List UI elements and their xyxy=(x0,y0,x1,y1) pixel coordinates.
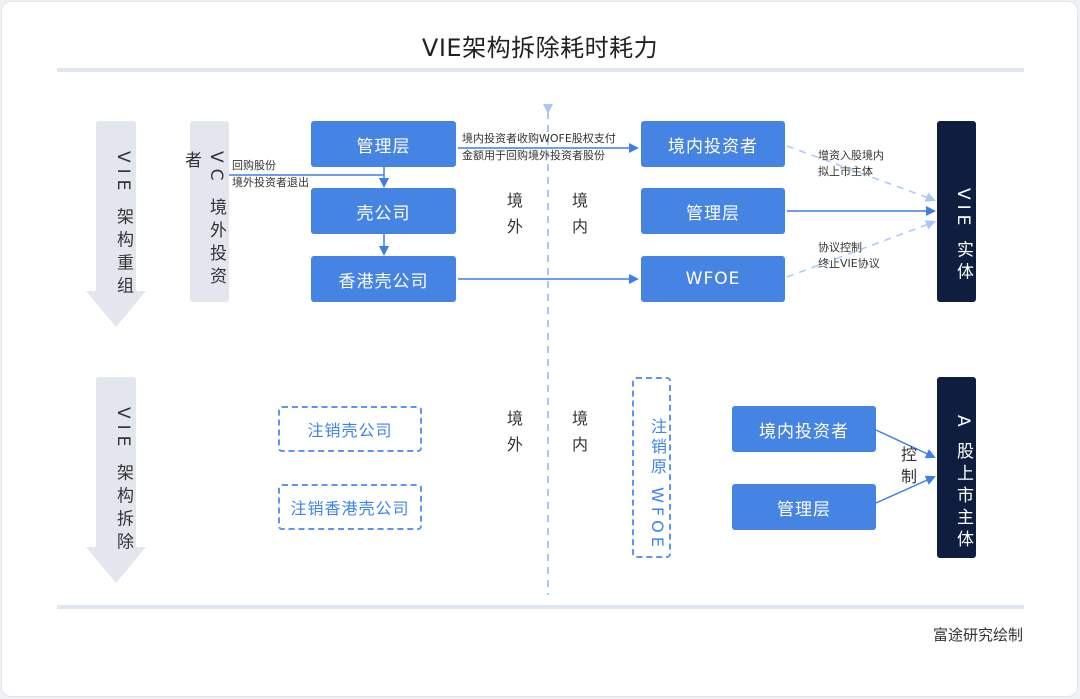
top-divider xyxy=(57,68,1024,72)
a-share-listed-entity-box: A 股上市主体 xyxy=(937,377,976,558)
top-onshore-label: 境 内 xyxy=(571,191,588,236)
wfoe-to-vie-arrow xyxy=(786,220,936,278)
offshore-management-box: 管理层 xyxy=(311,121,456,167)
onshore-investor-box: 境内投资者 xyxy=(641,121,785,167)
diagram-title: VIE架构拆除耗时耗力 xyxy=(421,34,659,62)
investor-control-arrow xyxy=(875,429,936,459)
bottom-onshore-label: 境 内 xyxy=(571,409,588,454)
buyback-note: 回购股份 xyxy=(232,159,276,172)
bottom-divider xyxy=(57,605,1024,609)
bottom-onshore-investor-box: 境内投资者 xyxy=(732,406,876,452)
stage-restructure-label: VIE 架构重组 xyxy=(113,151,133,300)
control-label: 控制 xyxy=(898,446,917,490)
bottom-offshore-label: 境 外 xyxy=(506,409,523,454)
vie-entity-box: VIE 实体 xyxy=(937,121,976,302)
stage-restructure-arrow: VIE 架构重组 xyxy=(86,121,148,327)
mgmt-control-arrow xyxy=(875,475,936,504)
shell-company-box: 壳公司 xyxy=(311,188,456,234)
stage-dismantle-label: VIE 架构拆除 xyxy=(113,407,133,556)
bottom-management-box: 管理层 xyxy=(732,484,876,530)
payment-note-line1: 境内投资者收购WOFE股权支付 xyxy=(462,132,616,145)
cancel-shell-company-box: 注销壳公司 xyxy=(278,406,422,452)
hk-shell-company-box: 香港壳公司 xyxy=(311,256,456,302)
source-credit: 富途研究绘制 xyxy=(932,626,1023,644)
vc-offshore-investor: VC 境外投资者 xyxy=(181,121,229,302)
investor-exit-note: 境外投资者退出 xyxy=(232,176,309,189)
wfoe-box: WFOE xyxy=(641,256,785,302)
cancel-original-wfoe-box: 注销原 WFOE xyxy=(632,377,671,558)
payment-note-line2: 金额用于回购境外投资者股份 xyxy=(462,149,605,162)
cancel-hk-shell-company-box: 注销香港壳公司 xyxy=(278,484,422,530)
stage-dismantle-arrow: VIE 架构拆除 xyxy=(86,377,148,583)
capital-injection-note: 增资入股境内 拟上市主体 xyxy=(818,149,884,178)
onshore-management-box: 管理层 xyxy=(641,188,785,234)
agreement-control-note: 协议控制 终止VIE协议 xyxy=(818,241,880,270)
investor-to-vie-arrow xyxy=(786,145,936,202)
top-offshore-label: 境 外 xyxy=(506,191,523,236)
